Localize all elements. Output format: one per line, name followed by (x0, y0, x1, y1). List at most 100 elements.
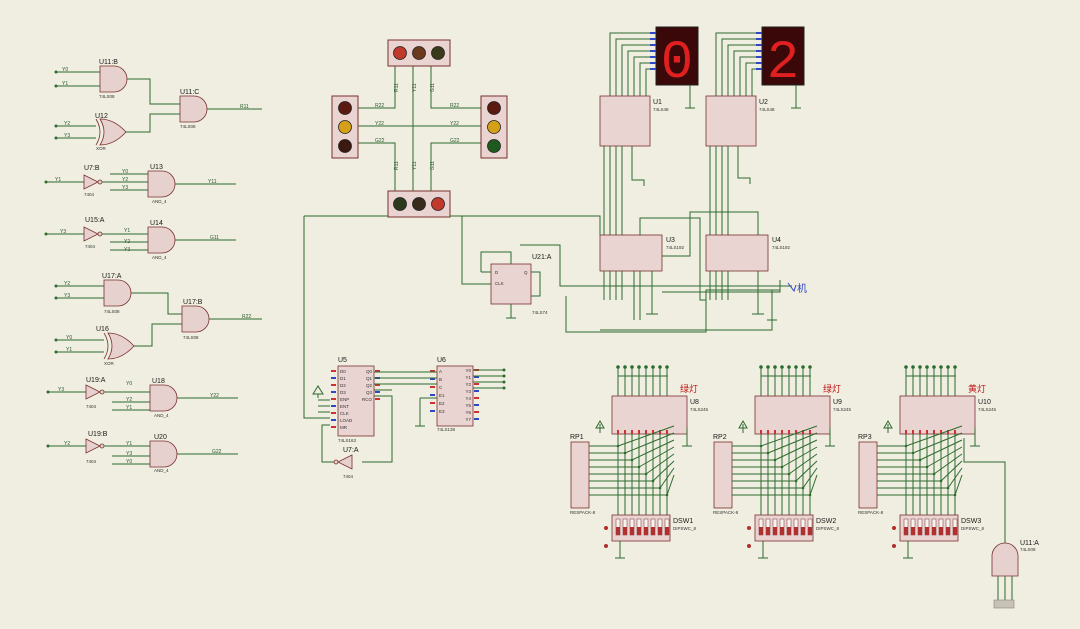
buffer-ref: U8 (690, 399, 699, 406)
diag-line (809, 474, 818, 496)
light-north-1 (412, 46, 426, 60)
buffer-pin-marker (767, 430, 769, 434)
gate-u7b: Y1 U7:B 7404 (44, 165, 148, 197)
buffer-part: 74LS245 (978, 407, 997, 412)
dip-toggle-knob (918, 527, 922, 535)
dip-toggle-knob (808, 527, 812, 535)
buffer-pin-marker (659, 430, 661, 434)
pullup-node (623, 365, 627, 369)
bus-line (732, 434, 776, 461)
gate-u14: Y1 Y2 Y3 G11 U14 AND_4 (110, 220, 236, 260)
buffer-chip (754, 395, 831, 435)
u14-in3: Y3 (124, 247, 130, 253)
bus-line (732, 434, 769, 454)
decoder-u2: U2 74LS48 (705, 95, 775, 147)
dsw-ref: DSW1 (673, 518, 693, 525)
u5-left-pin-8: MR (340, 425, 348, 430)
u15a-part: 7404 (85, 244, 96, 249)
gate-u11c: R11 U11:C 74LS08 (126, 78, 262, 133)
u5-ref: U5 (338, 357, 347, 364)
dip-toggle-knob (780, 527, 784, 535)
u14-in2: Y2 (124, 239, 130, 245)
u2-part: 74LS48 (759, 107, 775, 112)
u5-left-pin-marker-2 (331, 384, 336, 386)
u12-ref: U12 (95, 113, 108, 120)
gate-u19b: Y2 U19:B 7404 (46, 431, 150, 464)
traffic-intersection (358, 66, 481, 191)
bus-line (877, 434, 907, 447)
dip-toggle-knob (932, 527, 936, 535)
u17b-ref: U17:B (183, 299, 203, 306)
rp-ref: RP1 (570, 434, 584, 441)
u18-in1: Y0 (126, 381, 132, 387)
dsw-ref: DSW3 (961, 518, 981, 525)
buffer-part: 74LS245 (690, 407, 709, 412)
u6-right-pin-6: Y6 (465, 410, 471, 415)
dip-toggle-knob (939, 527, 943, 535)
u6-left-pin-1: B (439, 377, 442, 382)
u5-left-pin-marker-6 (331, 412, 336, 414)
u6-left-pin-marker-5 (430, 410, 435, 412)
buffer-title: 绿灯 (823, 383, 841, 395)
rp-ref: RP2 (713, 434, 727, 441)
dip-toggle-knob (787, 527, 791, 535)
u16-ref: U16 (96, 326, 109, 333)
buffer-pin-marker (795, 430, 797, 434)
u20-part: AND_4 (154, 468, 169, 473)
u6-left-pin-2: C (439, 385, 443, 390)
u17a-part: 74LS08 (104, 309, 120, 314)
u11b-ref: U11:B (99, 59, 118, 66)
dip-toggle-knob (651, 527, 655, 535)
u5-left-pin-3: D3 (340, 390, 346, 395)
u5-right-pin-marker-0 (375, 370, 380, 372)
dip-toggle-knob (953, 527, 957, 535)
pullup-node (911, 365, 915, 369)
u5-right-pin-1: Q1 (366, 376, 373, 381)
u11b-in1: Y0 (62, 67, 68, 73)
net-label-y11-n: Y11 (412, 83, 418, 92)
light-east-2 (487, 139, 501, 153)
gate-u17b: R22 U17:B 74LS08 (131, 292, 262, 347)
net-label-r11-n: R11 (394, 83, 400, 92)
light-north-2 (431, 46, 445, 60)
buffer-pin-marker (652, 430, 654, 434)
u13-in2: Y2 (122, 177, 128, 183)
counter-u4: U4 74LS192 (705, 234, 791, 272)
flipflop-u21a: U21:A 74LS74 CLK D Q (461, 216, 552, 319)
u6-part: 74LS138 (437, 427, 456, 432)
u5-left-pin-2: D2 (340, 383, 346, 388)
u5-right-pin-marker-4 (375, 398, 380, 400)
u6-left-pin-marker-3 (430, 394, 435, 396)
dsw-ref: DSW2 (816, 518, 836, 525)
u7b-ref: U7:B (84, 165, 100, 172)
u13-in3: Y3 (122, 185, 128, 191)
buffer-pin-marker (624, 430, 626, 434)
u1-ref: U1 (653, 99, 662, 106)
u14-in1: Y1 (124, 228, 130, 234)
u6-ref: U6 (437, 357, 446, 364)
net-label-r11-s: R11 (394, 161, 400, 170)
rp-ref: RP3 (858, 434, 872, 441)
buffer-pin-marker (666, 430, 668, 434)
gate-u19a: Y3 U19:A 7404 (46, 377, 150, 409)
u16-part: XOR (104, 361, 115, 366)
gate-u11a: U11:A 74LS08 (963, 438, 1039, 609)
dip-toggle-knob (904, 527, 908, 535)
u11a-ref: U11:A (1020, 540, 1039, 547)
traffic-light-south (387, 190, 451, 218)
bus-line (589, 434, 619, 447)
u18-in3: Y1 (126, 405, 132, 411)
u6-right-pin-marker-5 (474, 404, 479, 406)
gate-u7a: U7:A 7404 (333, 447, 359, 479)
buffer-pin-marker (760, 430, 762, 434)
dsw-terminal (892, 544, 896, 548)
u5-left-pin-6: CLK (340, 411, 349, 416)
vcc-arrow (883, 419, 893, 429)
gate-u18: Y0 Y2 Y1 Y22 U18 AND_4 (112, 378, 238, 418)
dip-toggle-knob (773, 527, 777, 535)
buffer-pin-marker (940, 430, 942, 434)
u17b-part: 74LS08 (183, 335, 199, 340)
diag-line (795, 460, 818, 482)
u5-part: 74LS163 (338, 438, 357, 443)
u11a-part: 74LS08 (1020, 547, 1036, 552)
